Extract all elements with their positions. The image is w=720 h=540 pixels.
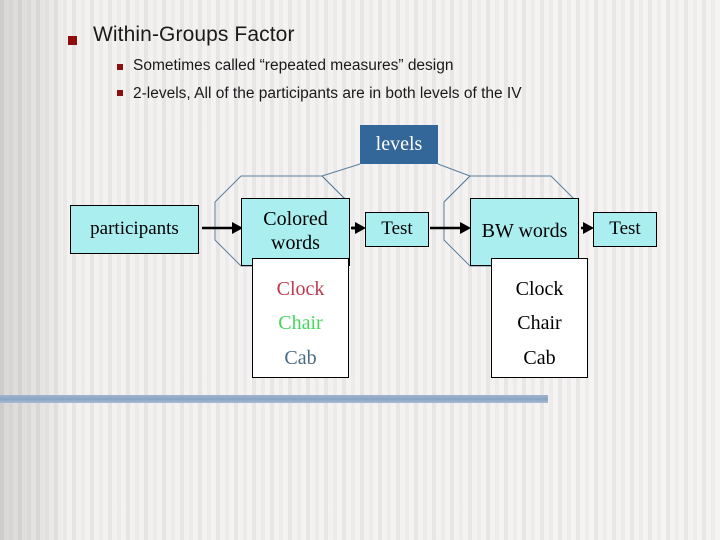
bullet-square-icon	[68, 36, 77, 45]
bullet-item-2: 2-levels, All of the participants are in…	[133, 85, 522, 102]
word-item: Clock	[515, 278, 564, 300]
arrow-colored-to-test	[351, 222, 366, 234]
footer-accent-bar	[0, 395, 548, 403]
levels-label-box: levels	[360, 125, 438, 164]
arrow-participants-to-colored	[202, 222, 243, 234]
levels-diagonal-left	[321, 175, 349, 203]
arrow-bw-to-test-right	[581, 222, 594, 234]
node-test-right[interactable]: Test	[593, 212, 657, 247]
word-item: Chair	[517, 312, 562, 335]
sub-bullet-square-icon	[117, 64, 123, 70]
word-list-colored: Clock Chair Cab	[252, 258, 349, 378]
word-list-bw: Clock Chair Cab	[491, 258, 588, 378]
arrow-test-to-bw	[430, 222, 471, 234]
node-test-middle[interactable]: Test	[365, 212, 429, 247]
page-title: Within-Groups Factor	[93, 23, 295, 46]
levels-branch-left	[321, 163, 361, 177]
word-item: Clock	[276, 278, 325, 300]
word-item: Chair	[278, 312, 323, 335]
bullet-item-1: Sometimes called “repeated measures” des…	[133, 57, 454, 74]
word-item: Cab	[284, 346, 317, 369]
levels-branch-right	[437, 163, 471, 177]
levels-diagonal-right	[443, 175, 471, 203]
node-colored-words[interactable]: Colored words	[241, 198, 350, 266]
node-participants[interactable]: participants	[70, 205, 199, 254]
node-bw-words[interactable]: BW words	[470, 198, 579, 266]
sub-bullet-square-icon	[117, 90, 123, 96]
word-item: Cab	[523, 346, 556, 369]
